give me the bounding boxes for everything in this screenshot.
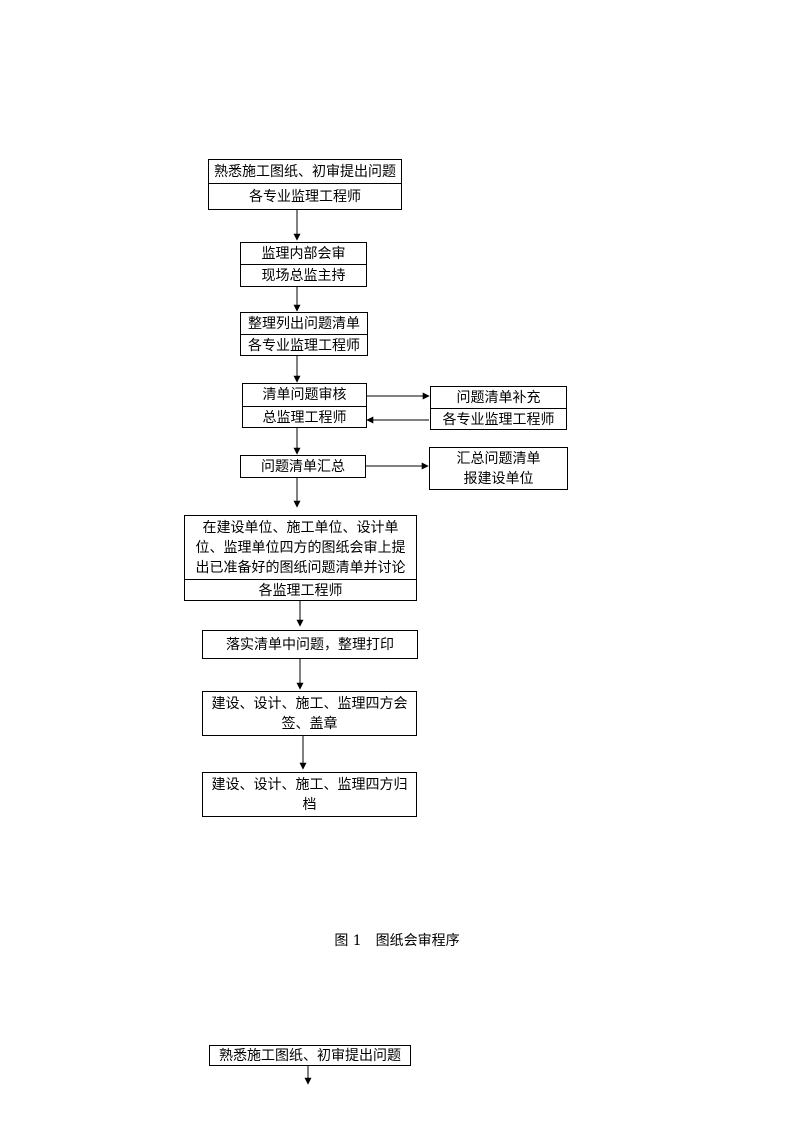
step4-role: 总监理工程师	[243, 406, 366, 428]
step1-box: 熟悉施工图纸、初审提出问题 各专业监理工程师	[208, 159, 402, 210]
step5-title: 问题清单汇总	[261, 458, 345, 475]
step2-role: 现场总监主持	[241, 264, 366, 287]
step5-side-line2: 报建设单位	[463, 471, 534, 487]
step4-side-box: 问题清单补充 各专业监理工程师	[430, 386, 567, 430]
step6-box: 在建设单位、施工单位、设计单位、监理单位四方的图纸会审上提出已准备好的图纸问题清…	[184, 515, 417, 601]
step3-box: 整理列出问题清单 各专业监理工程师	[240, 312, 368, 356]
figure-caption: 图 1 图纸会审程序	[334, 933, 460, 949]
next-page-step1-title: 熟悉施工图纸、初审提出问题	[219, 1047, 401, 1064]
step5-side-line1: 汇总问题清单	[456, 451, 541, 467]
step6-title: 在建设单位、施工单位、设计单位、监理单位四方的图纸会审上提出已准备好的图纸问题清…	[195, 519, 406, 576]
step2-title: 监理内部会审	[261, 245, 346, 262]
step9-title: 建设、设计、施工、监理四方归档	[211, 776, 408, 813]
step6-role: 各监理工程师	[185, 579, 416, 601]
step8-box: 建设、设计、施工、监理四方会签、盖章	[202, 691, 417, 736]
step7-box: 落实清单中问题，整理打印	[202, 630, 418, 659]
step4-title: 清单问题审核	[262, 387, 347, 403]
step7-title: 落实清单中问题，整理打印	[226, 636, 394, 653]
step4-side-role: 各专业监理工程师	[431, 408, 566, 430]
step4-box: 清单问题审核 总监理工程师	[242, 383, 367, 428]
step1-title: 熟悉施工图纸、初审提出问题	[214, 163, 396, 180]
step4-side-title: 问题清单补充	[456, 389, 541, 406]
next-page-step1-box: 熟悉施工图纸、初审提出问题	[209, 1045, 411, 1066]
step3-role: 各专业监理工程师	[241, 334, 367, 356]
step3-title: 整理列出问题清单	[248, 315, 360, 332]
step5-side-box: 汇总问题清单 报建设单位	[429, 447, 568, 490]
step8-title: 建设、设计、施工、监理四方会签、盖章	[211, 695, 408, 732]
step2-box: 监理内部会审 现场总监主持	[240, 242, 367, 287]
step9-box: 建设、设计、施工、监理四方归档	[202, 772, 417, 817]
step5-box: 问题清单汇总	[240, 455, 366, 478]
step1-role: 各专业监理工程师	[209, 183, 401, 210]
